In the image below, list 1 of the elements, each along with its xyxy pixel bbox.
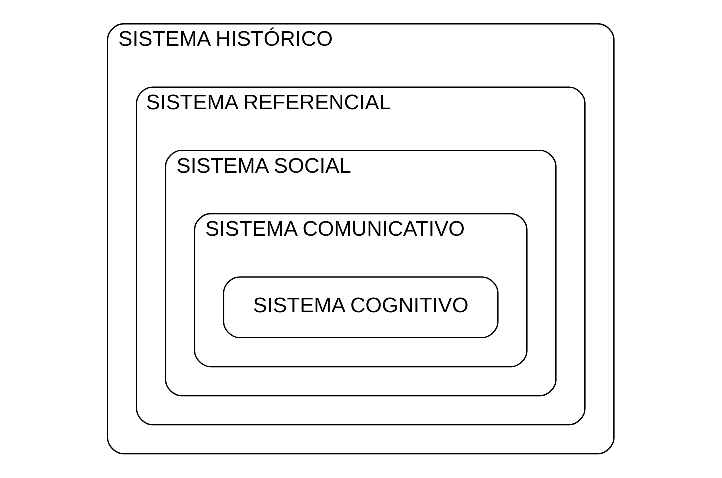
node-box: SISTEMA COGNITIVO <box>223 276 499 339</box>
